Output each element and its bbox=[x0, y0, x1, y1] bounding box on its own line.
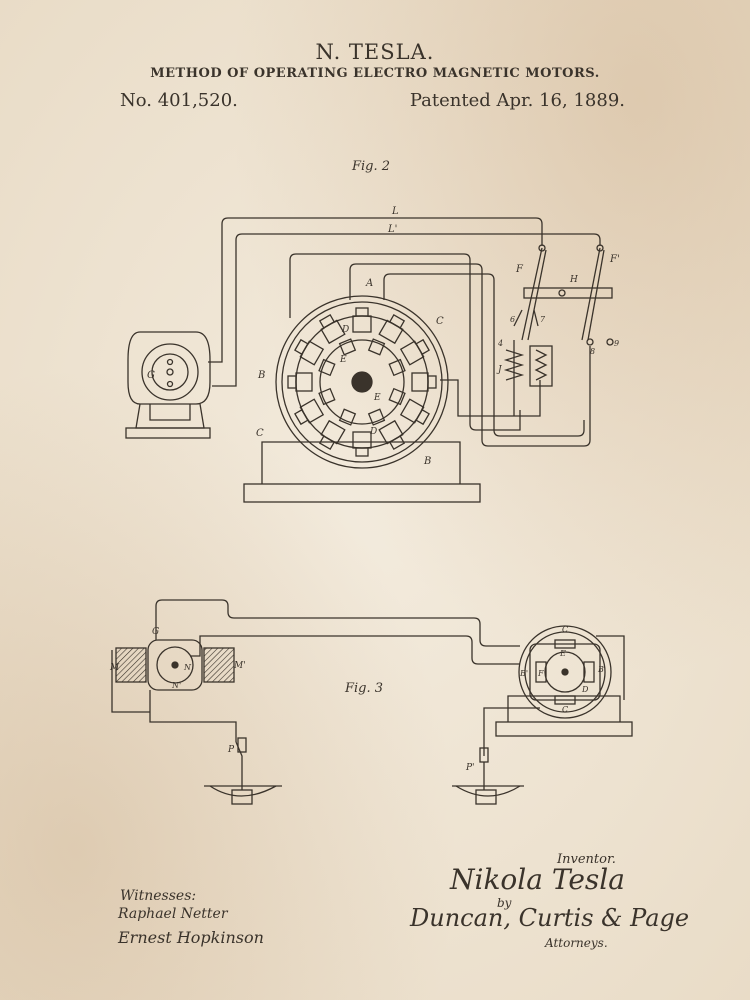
label-A: A bbox=[365, 278, 373, 289]
stator-pole bbox=[318, 419, 346, 450]
label-B-fig3: B bbox=[597, 665, 604, 674]
label-E-top: E bbox=[339, 355, 347, 365]
rotor-pole bbox=[338, 338, 357, 356]
label-7: 7 bbox=[540, 315, 546, 324]
label-D-top: D bbox=[341, 325, 349, 335]
label-N1: N' bbox=[171, 681, 181, 690]
stator-pole bbox=[294, 398, 325, 426]
patent-date: Patented Apr. 16, 1889. bbox=[409, 90, 625, 111]
stator-pole bbox=[378, 314, 406, 345]
label-N: N bbox=[183, 663, 192, 672]
rotor-pole bbox=[338, 408, 357, 426]
label-B1-fig3: B' bbox=[519, 669, 528, 678]
motor-fig3 bbox=[483, 625, 633, 742]
label-M: M bbox=[109, 663, 120, 673]
fig2-line-wires bbox=[208, 217, 601, 387]
generator-G bbox=[125, 331, 211, 439]
rotor-pole bbox=[318, 358, 336, 377]
fig2-motor-wires bbox=[289, 253, 591, 447]
attorney-signature: Duncan, Curtis & Page bbox=[410, 904, 690, 932]
rotor-pole bbox=[318, 387, 336, 406]
label-B-left: B bbox=[257, 370, 265, 381]
fig3-line-wires bbox=[155, 599, 520, 665]
label-D-fig3: D bbox=[581, 685, 589, 694]
label-E-fig3: E bbox=[559, 649, 566, 658]
label-L1: L' bbox=[387, 224, 397, 235]
by-label: by bbox=[497, 896, 512, 910]
fig3-label: Fig. 3 bbox=[344, 681, 383, 696]
stator-pole bbox=[352, 431, 372, 457]
rotor-pole bbox=[367, 408, 386, 426]
label-8: 8 bbox=[590, 347, 595, 356]
ground-P bbox=[204, 737, 282, 805]
label-4: 4 bbox=[497, 339, 503, 348]
stator-pole bbox=[352, 307, 372, 333]
witness-signature-2: Ernest Hopkinson bbox=[118, 928, 264, 947]
stator-pole bbox=[399, 338, 430, 366]
rotor-pole bbox=[388, 358, 406, 377]
inventor-name-heading: N. TESLA. bbox=[315, 40, 435, 64]
label-9: 9 bbox=[614, 339, 619, 348]
fig2-label: Fig. 2 bbox=[351, 159, 390, 174]
stator-pole bbox=[287, 372, 313, 392]
motor-fig2 bbox=[243, 295, 481, 503]
label-6: 6 bbox=[510, 315, 515, 324]
label-P1: P' bbox=[465, 763, 475, 773]
label-E-bottom: E bbox=[373, 393, 381, 403]
label-C-bottom: C bbox=[256, 428, 264, 439]
label-C-top: C bbox=[436, 316, 444, 327]
stator-pole bbox=[294, 338, 325, 366]
label-G-fig3: G bbox=[152, 627, 159, 637]
stator-pole bbox=[399, 398, 430, 426]
label-J: J bbox=[496, 365, 503, 375]
patent-title: METHOD OF OPERATING ELECTRO MAGNETIC MOT… bbox=[150, 66, 600, 81]
label-P: P bbox=[227, 745, 235, 755]
switch-mechanism bbox=[503, 244, 614, 416]
witnesses-label: Witnesses: bbox=[120, 888, 197, 904]
label-C-fig3-top: C bbox=[562, 625, 568, 634]
rotor-pole bbox=[388, 387, 406, 406]
ground-P1 bbox=[452, 742, 524, 805]
stator-pole bbox=[411, 372, 437, 392]
patent-number: No. 401,520. bbox=[120, 90, 238, 111]
label-F: F bbox=[515, 264, 524, 275]
fig3-generator bbox=[111, 639, 237, 742]
witness-signature-1: Raphael Netter bbox=[118, 906, 228, 922]
stator-pole bbox=[318, 314, 346, 345]
label-G-fig2: G bbox=[147, 370, 155, 381]
inventor-label: Inventor. bbox=[557, 852, 616, 867]
attorneys-label: Attorneys. bbox=[545, 936, 608, 950]
label-F-fig3: F bbox=[537, 669, 544, 678]
label-M1: M' bbox=[233, 661, 246, 671]
label-L: L bbox=[391, 206, 399, 217]
label-H: H bbox=[569, 275, 578, 285]
rotor-pole bbox=[367, 338, 386, 356]
label-D-bottom: D bbox=[369, 427, 377, 437]
label-F1: F' bbox=[609, 254, 620, 265]
label-B-bottom: B bbox=[423, 456, 431, 467]
inventor-signature: Nikola Tesla bbox=[450, 863, 625, 896]
stator-pole bbox=[378, 419, 406, 450]
label-C-fig3-bottom: C bbox=[562, 705, 568, 714]
